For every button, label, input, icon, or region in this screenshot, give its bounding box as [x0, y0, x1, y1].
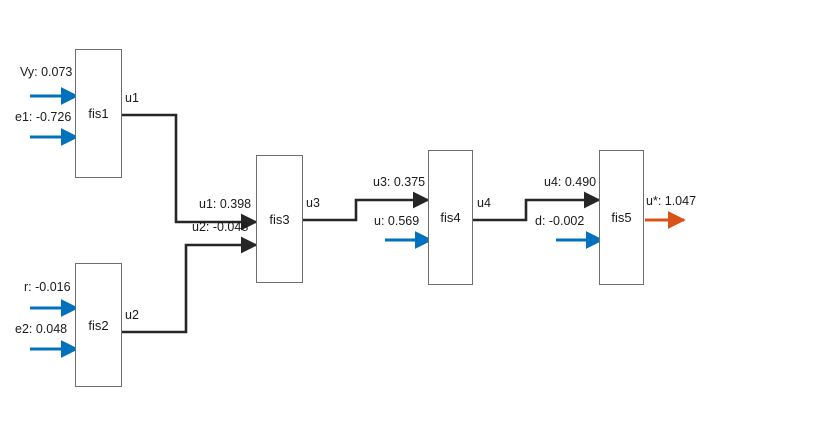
fis-block-label: fis2 [88, 317, 109, 333]
fis-block-label: fis1 [88, 106, 109, 121]
port-label-u3: u3 [306, 196, 320, 210]
port-label-u4: u4 [477, 196, 491, 210]
signal-label-u2: u2: -0.048 [192, 220, 249, 234]
port-label-u2: u2 [125, 308, 139, 322]
fis-block-label: fis3 [269, 211, 290, 227]
wire-u2 [122, 236, 258, 334]
input-label-e2: e2: 0.048 [15, 322, 68, 336]
fis-block-label: fis4 [440, 210, 461, 225]
fis-block-fis5[interactable]: fis5 [599, 150, 644, 285]
signal-label-u3: u3: 0.375 [373, 175, 426, 189]
input-label-d: d: -0.002 [535, 214, 585, 228]
input-label-r: r: -0.016 [24, 280, 71, 294]
fis-block-fis4[interactable]: fis4 [428, 150, 473, 285]
output-label-ustar: u*: 1.047 [646, 194, 697, 208]
signal-label-u4: u4: 0.490 [544, 175, 597, 189]
fis-block-fis3[interactable]: fis3 [256, 155, 303, 283]
input-label-vy: Vy: 0.073 [20, 65, 73, 79]
input-label-u: u: 0.569 [374, 214, 420, 228]
fis-block-label: fis5 [611, 210, 632, 225]
fis-block-fis2[interactable]: fis2 [75, 263, 122, 387]
port-label-u1: u1 [125, 91, 139, 105]
fis-block-fis1[interactable]: fis1 [75, 49, 122, 178]
signal-label-u1: u1: 0.398 [199, 197, 252, 211]
input-label-e1: e1: -0.726 [15, 110, 72, 124]
